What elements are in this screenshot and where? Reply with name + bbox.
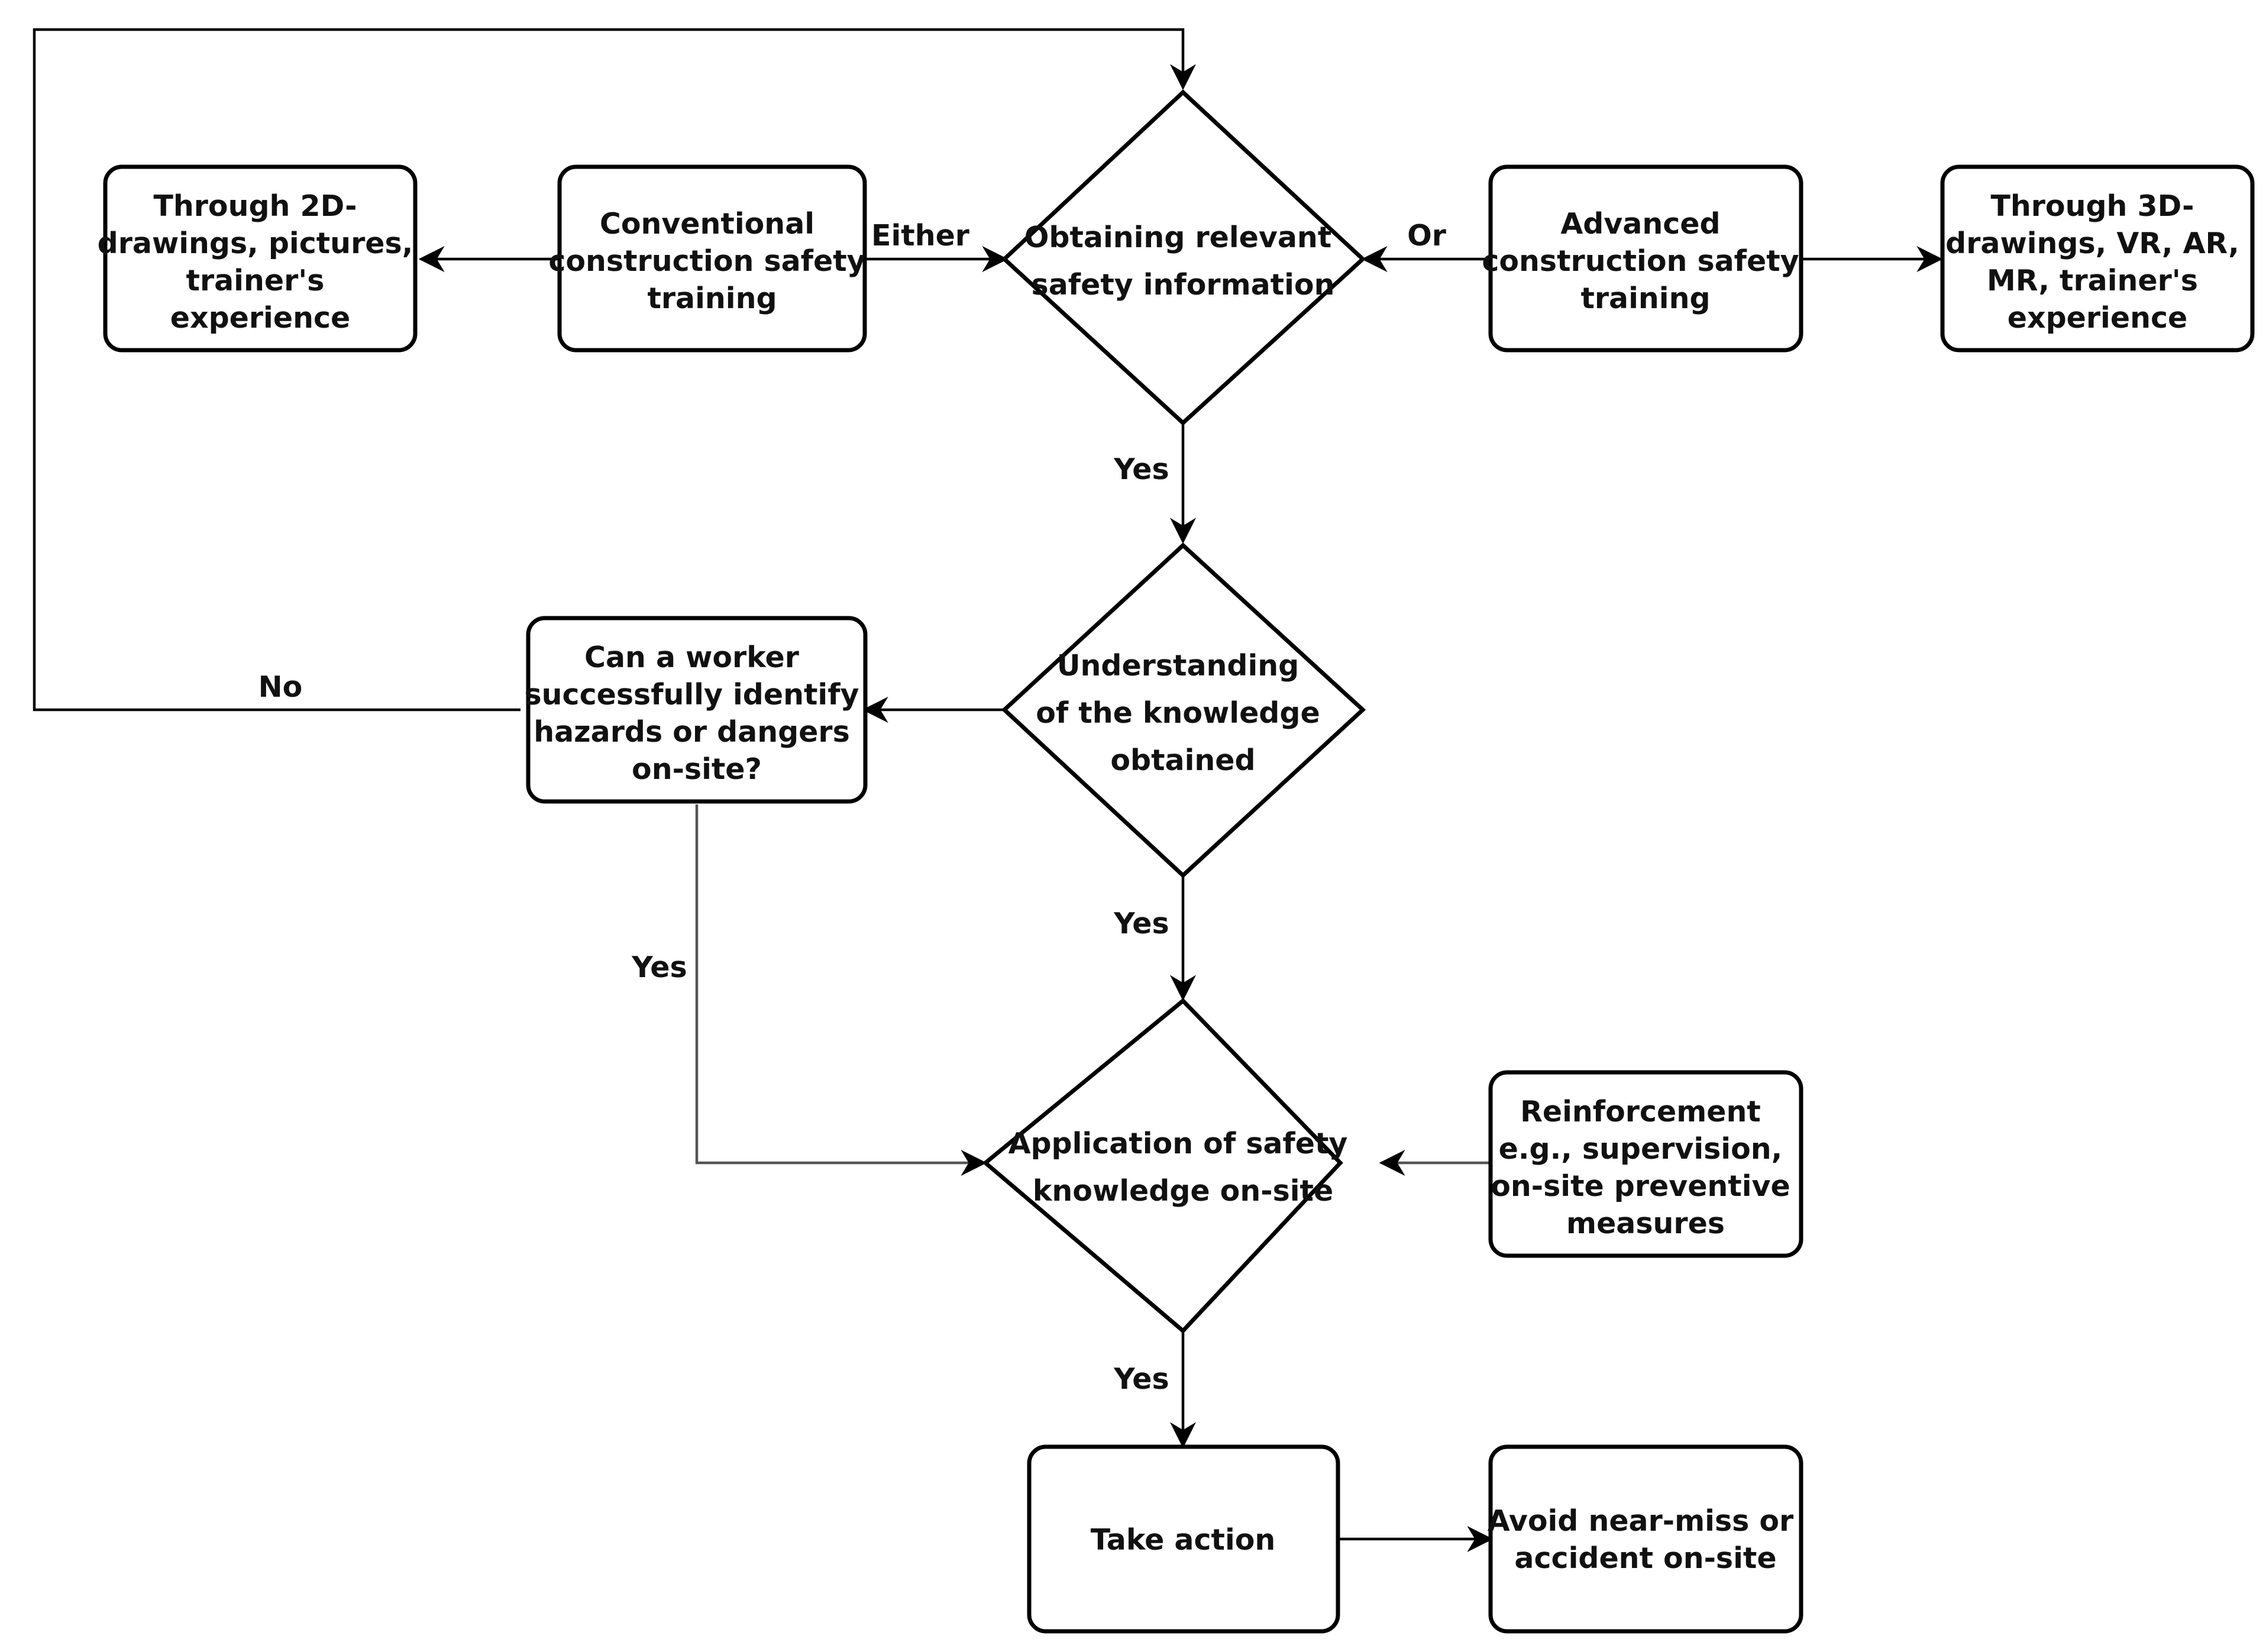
either-edge-label: Either [871,219,970,253]
identify-label-line: on-site? [632,752,762,786]
yes-apply-edge-label: Yes [1113,1362,1169,1396]
action-box [1027,1444,1340,1634]
yes-understand-edge-label: Yes [1113,907,1169,940]
reinforce-label-line: on-site preventive [1491,1169,1790,1203]
action-label: Take action [1091,1523,1276,1557]
through3d-label: Through 3D- drawings, VR, AR, MR, traine… [1945,189,2249,335]
yes-obtain-edge-label: Yes [1113,452,1169,486]
apply-label: Application of safety knowledge on-site [1008,1127,1358,1208]
conventional-box [557,164,867,353]
identify-label: Can a worker successfully identify hazar… [524,641,869,786]
apply-label-line: knowledge on-site [1033,1174,1333,1208]
obtain-label-line: safety information [1032,268,1335,302]
understand-label-line: Understanding [1057,649,1300,683]
advanced-label-line: training [1580,282,1710,315]
conventional-label: Conventional construction safety trainin… [548,207,875,315]
or-edge-label: Or [1407,219,1447,253]
reinforce-label-line: e.g., supervision, [1499,1132,1783,1166]
through2d-label-line: Through 2D- [153,189,357,223]
conventional-label-line: construction safety [548,244,865,278]
through2d-label-line: trainer's [186,264,325,298]
identify-label-line: Can a worker [584,641,800,674]
advanced-label-line: construction safety [1482,244,1799,278]
reinforce-label-line: measures [1566,1207,1725,1240]
identify-label-line: successfully identify [524,678,859,712]
understand-label-line: of the knowledge [1036,696,1320,730]
understand-label-line: obtained [1110,743,1255,777]
apply-label-line: Application of safety [1008,1127,1348,1160]
through3d-label-line: drawings, VR, AR, [1945,227,2239,260]
avoid-label-line: accident on-site [1514,1541,1776,1575]
identify-label-line: hazards or dangers [534,715,850,749]
no-edge-label: No [258,670,303,704]
through2d-label: Through 2D- drawings, pictures, trainer'… [98,189,424,335]
reinforce-box [1488,1070,1803,1258]
avoid-label: Avoid near-miss or accident on-site [1488,1504,1804,1575]
action-label-line: Take action [1091,1523,1276,1557]
yes-identify-edge-label: Yes [631,951,687,984]
through3d-box [1940,164,2255,353]
through3d-label-line: experience [2008,301,2188,335]
through3d-label-line: Through 3D- [1990,189,2194,223]
through2d-label-line: experience [170,301,351,335]
apply-diamond [982,998,1343,1334]
through3d-label-line: MR, trainer's [1987,264,2198,298]
advanced-box [1488,164,1803,353]
identify-to-apply-connector [695,804,987,1176]
understand-diamond [1001,542,1366,878]
obtain-diamond [1001,89,1366,426]
no-loop-connector [33,28,1196,712]
understand-label: Understanding of the knowledge obtained [1036,649,1330,777]
obtain-label: Obtaining relevant safety information [1024,221,1342,302]
conventional-label-line: Conventional [600,207,814,241]
advanced-label: Advanced construction safety training [1482,207,1809,315]
avoid-box [1488,1444,1803,1634]
obtain-label-line: Obtaining relevant [1024,221,1331,254]
reinforce-label: Reinforcement e.g., supervision, on-site… [1491,1095,1800,1240]
conventional-label-line: training [647,282,777,315]
through2d-label-line: drawings, pictures, [98,227,413,260]
advanced-label-line: Advanced [1560,207,1720,241]
reinforce-label-line: Reinforcement [1520,1095,1761,1129]
avoid-label-line: Avoid near-miss or [1488,1504,1794,1538]
through2d-box [103,164,418,353]
identify-box [526,616,868,804]
